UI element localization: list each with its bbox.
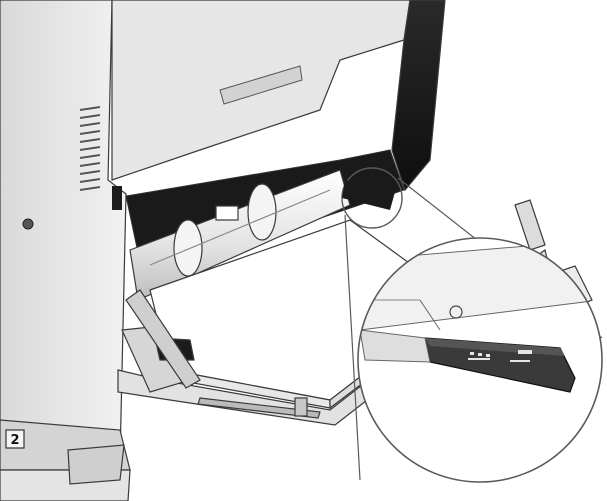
top-handle-recess bbox=[219, 65, 303, 105]
tray-number-label: 2 bbox=[5, 429, 25, 449]
vent-grille bbox=[79, 106, 101, 191]
printer-body bbox=[0, 0, 446, 501]
stack-height-marks bbox=[468, 350, 532, 362]
side-screw-icon bbox=[22, 218, 34, 230]
tray-hinge-arm bbox=[125, 289, 201, 389]
feed-roller bbox=[129, 169, 351, 301]
tray-number-text: 2 bbox=[10, 433, 19, 448]
paper-guide-tab bbox=[342, 180, 395, 210]
magnified-detail bbox=[357, 237, 603, 483]
side-latch bbox=[112, 186, 122, 210]
